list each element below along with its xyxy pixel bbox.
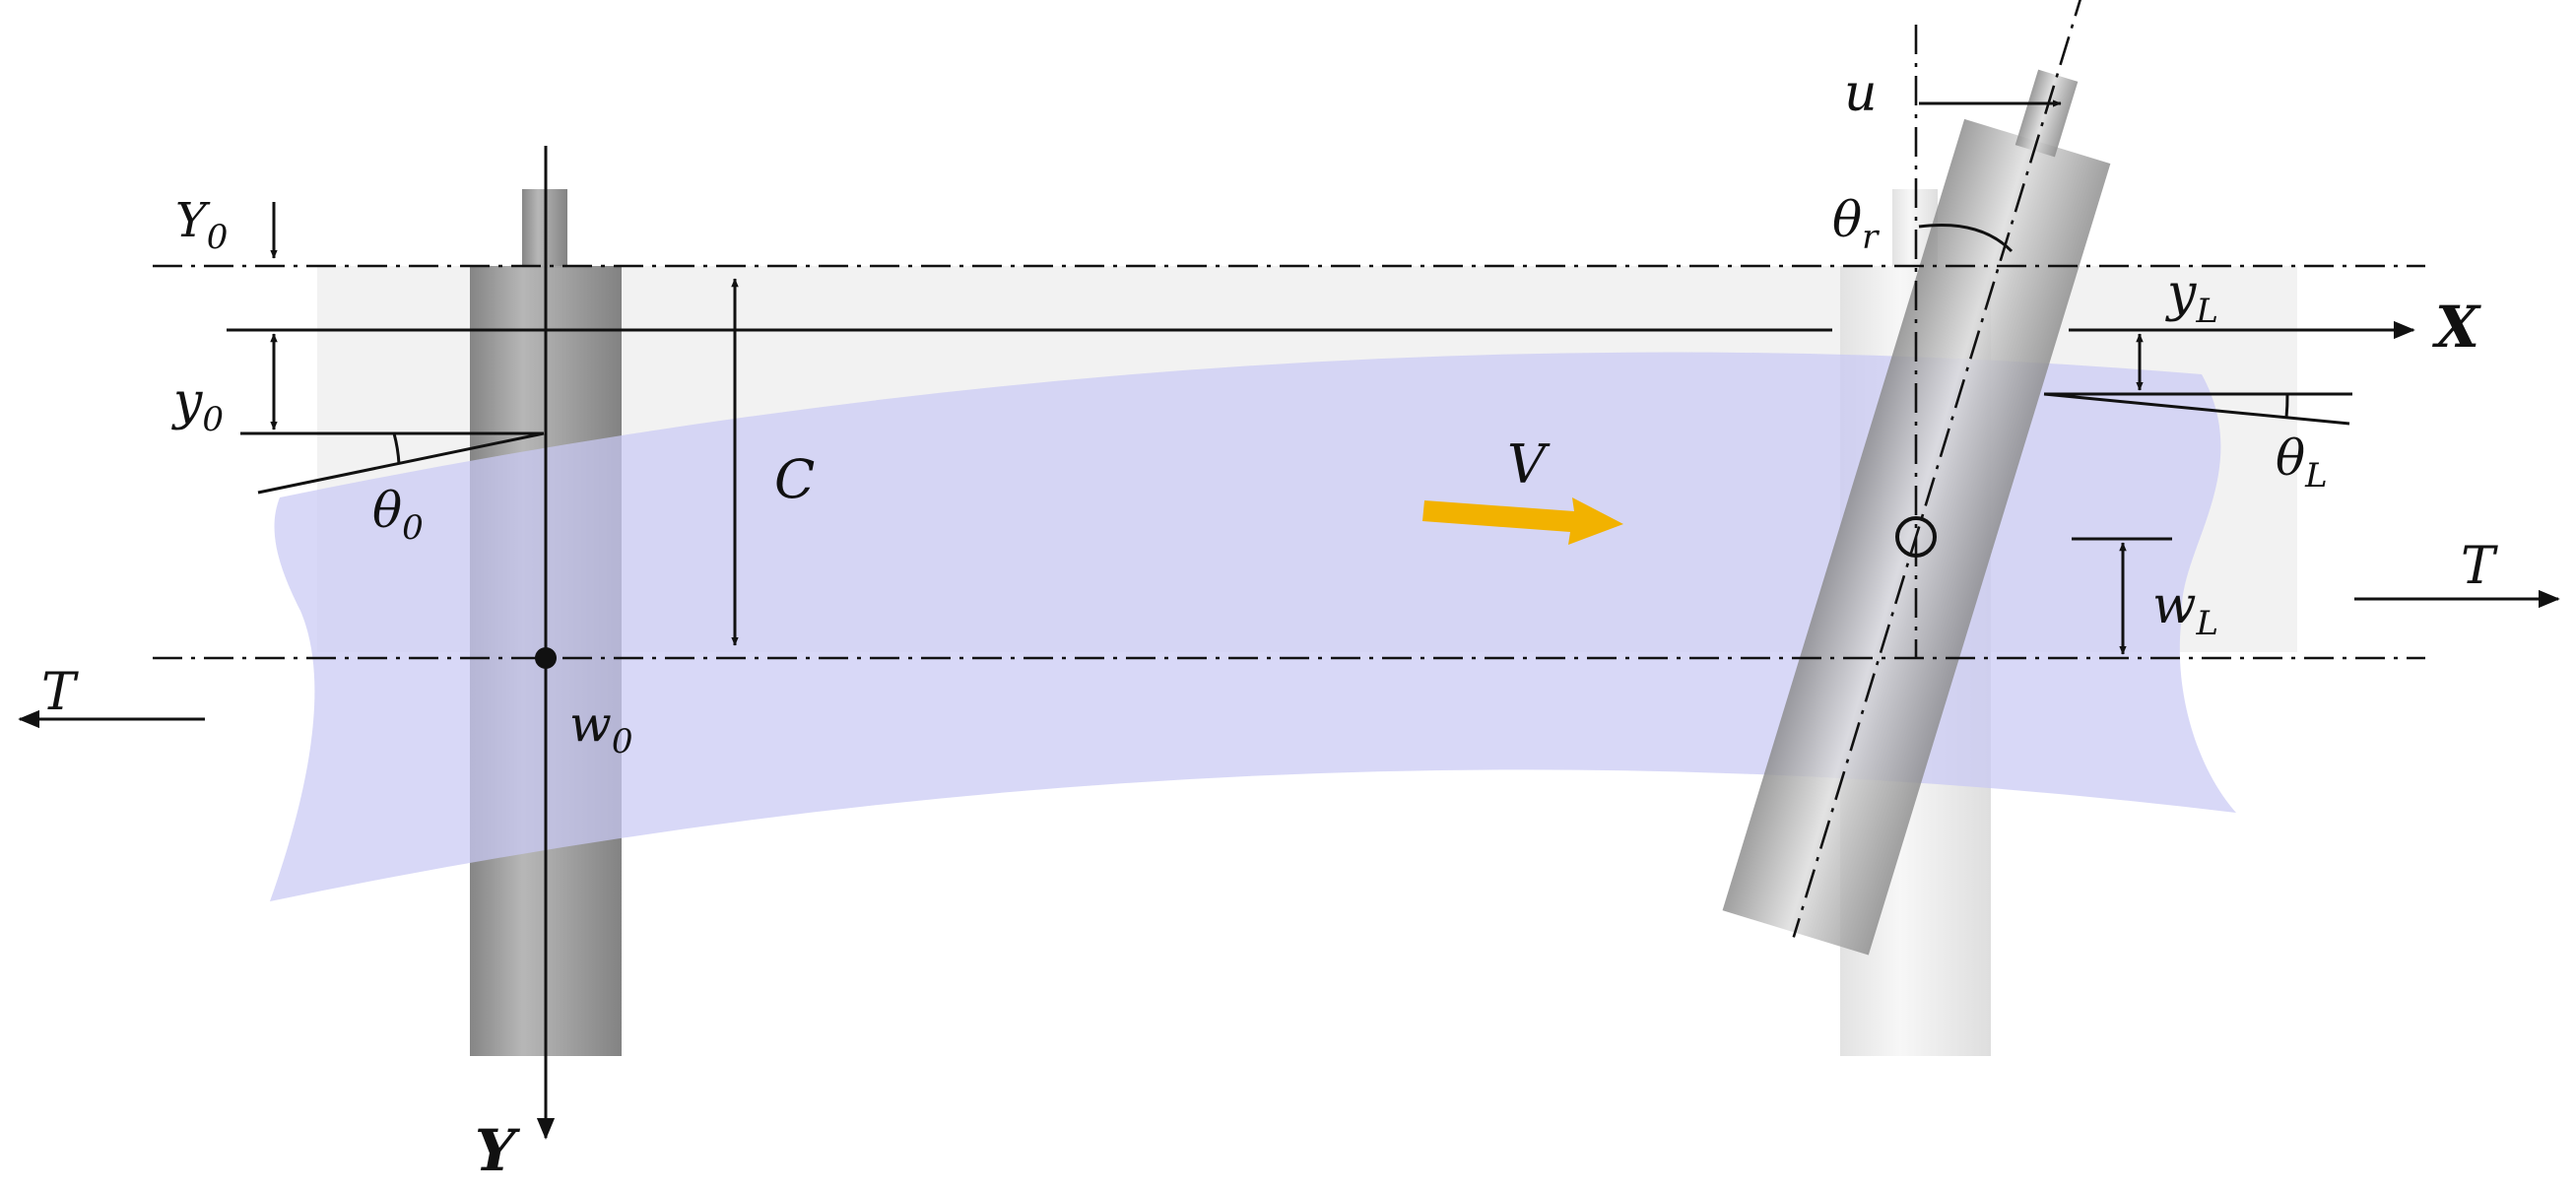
w0-point bbox=[535, 647, 557, 669]
label-yL: yL bbox=[2165, 264, 2218, 331]
label-X-axis: X bbox=[2431, 294, 2481, 361]
pivot-circle bbox=[1895, 516, 1937, 558]
label-theta0: θ0 bbox=[372, 482, 424, 548]
label-thetaL: θL bbox=[2276, 430, 2328, 496]
label-wL: wL bbox=[2152, 576, 2218, 643]
label-Y-axis: Y bbox=[475, 1117, 521, 1184]
label-V: V bbox=[1507, 433, 1551, 496]
moving-web bbox=[270, 352, 2236, 902]
label-w0: w0 bbox=[569, 695, 632, 761]
label-T-left: T bbox=[41, 663, 79, 722]
label-T-right: T bbox=[2461, 537, 2498, 596]
theta0-line bbox=[257, 431, 545, 495]
label-theta-r: θr bbox=[1832, 191, 1880, 257]
theta-r-arc bbox=[1918, 223, 2014, 253]
label-u: u bbox=[1844, 64, 1878, 123]
thetaL-arc bbox=[2284, 393, 2289, 419]
thetaL-line bbox=[2043, 392, 2350, 426]
label-y0: y0 bbox=[171, 372, 224, 439]
theta0-arc bbox=[392, 432, 401, 465]
label-Y0: Y0 bbox=[175, 193, 228, 257]
velocity-arrow bbox=[1422, 497, 1623, 545]
label-C: C bbox=[774, 448, 815, 510]
